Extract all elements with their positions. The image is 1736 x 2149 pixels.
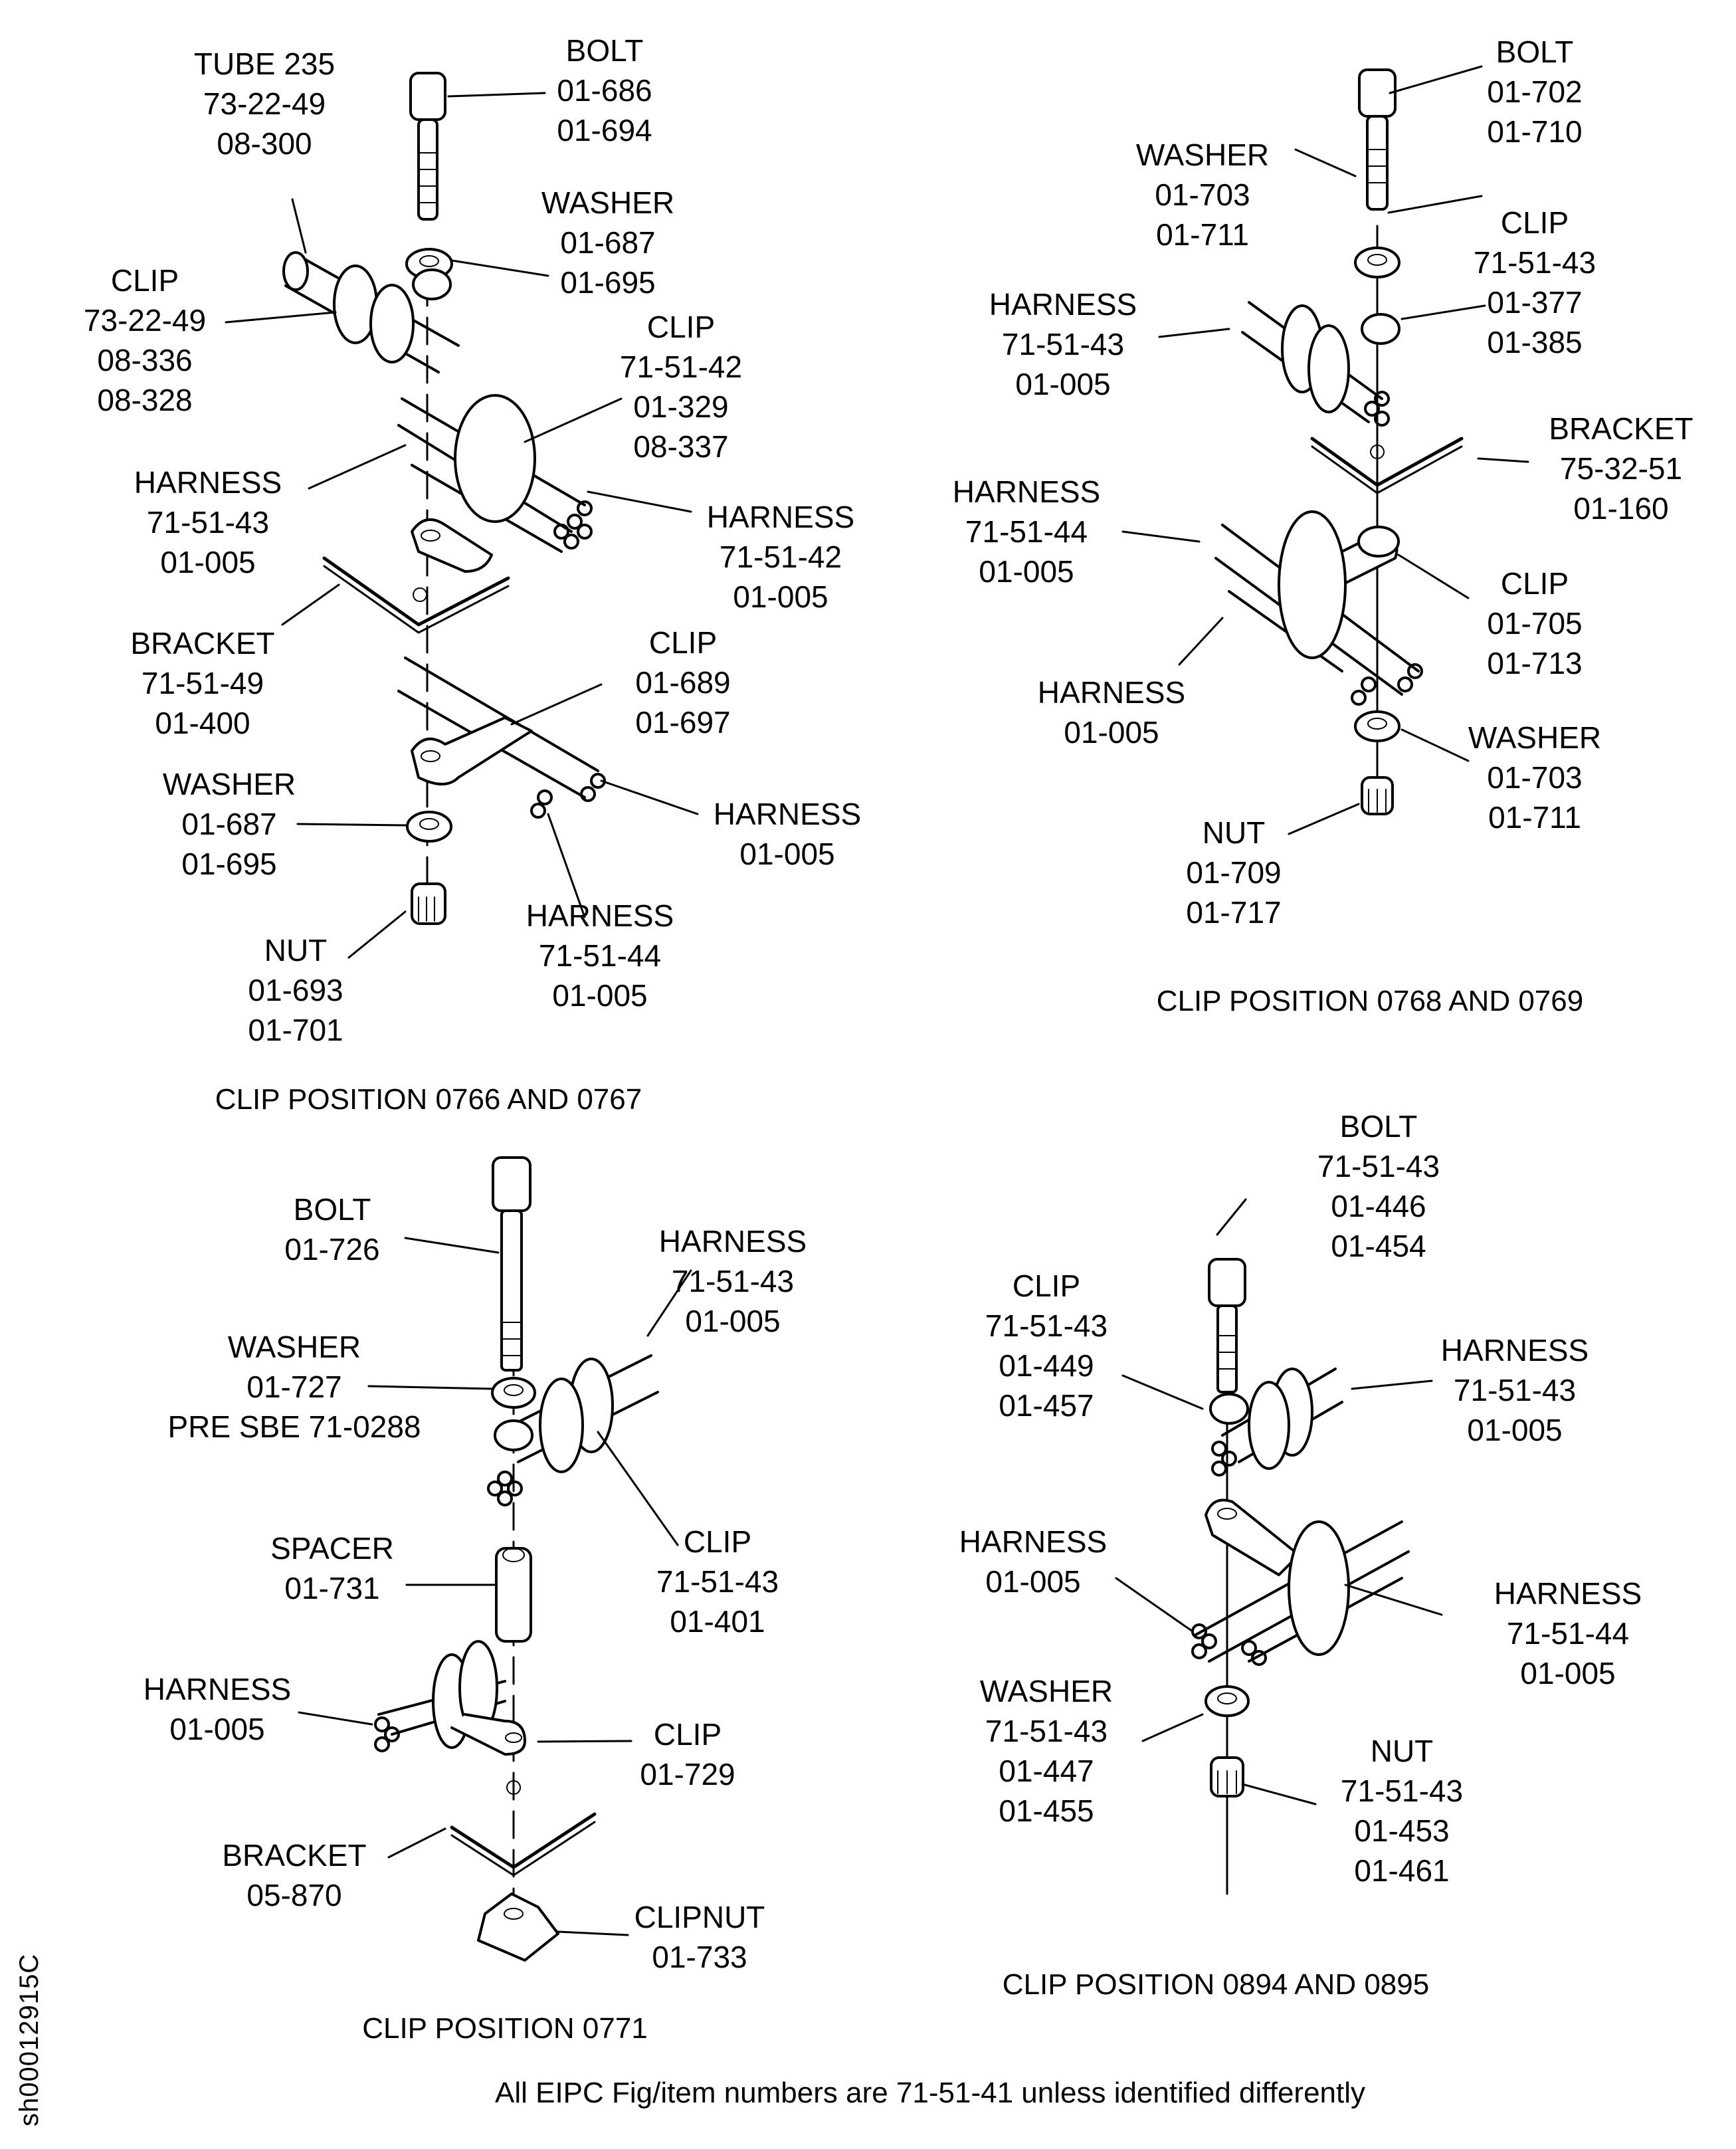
bolt-icon	[1359, 70, 1395, 209]
harness-clip-icon	[1242, 302, 1399, 425]
clipnut-icon	[478, 1894, 558, 1960]
panel-0771-artwork	[299, 1158, 691, 1960]
washer-lower-icon	[1355, 712, 1399, 741]
washer-icon	[1355, 248, 1399, 277]
washer-icon	[492, 1378, 535, 1407]
spacer-icon	[496, 1548, 531, 1641]
footer-note: All EIPC Fig/item numbers are 71-51-41 u…	[494, 2077, 1366, 2109]
bolt-icon	[1209, 1259, 1245, 1392]
harness-clip-lower-icon	[375, 1641, 525, 1754]
panel-caption: CLIP POSITION 0766 AND 0767	[215, 1083, 642, 1116]
harness-clip-lower-icon	[399, 658, 605, 817]
nut-icon	[1211, 1758, 1243, 1796]
nut-icon	[1362, 777, 1393, 814]
washer-lower-icon	[407, 812, 451, 841]
sheet-id: sh00012915C	[15, 1953, 44, 2126]
harness-clip-icon	[488, 1356, 658, 1505]
nut-icon	[412, 884, 445, 924]
bolt-icon	[411, 73, 445, 219]
leader-lines	[1123, 66, 1528, 834]
tube-clip-icon	[334, 266, 450, 362]
leader-lines	[226, 93, 698, 958]
panel-caption: CLIP POSITION 0894 AND 0895	[1002, 1968, 1430, 2001]
leader-lines	[1116, 1199, 1442, 1804]
bracket-icon	[452, 1781, 595, 1875]
harness-clip-upper-icon	[399, 395, 591, 571]
panel-caption: CLIP POSITION 0771	[362, 2012, 648, 2045]
panel-caption: CLIP POSITION 0768 AND 0769	[1156, 985, 1584, 1017]
harness-clip-lower-icon	[1193, 1500, 1408, 1665]
panel-0766-artwork	[226, 73, 698, 958]
bracket-icon	[1312, 439, 1462, 493]
bolt-icon	[493, 1158, 530, 1370]
leader-lines	[299, 1238, 691, 1935]
bracket-icon	[324, 558, 508, 633]
panel-0894-artwork	[1116, 1199, 1442, 1894]
panel-0768-artwork	[1123, 66, 1528, 834]
harness-clip-upper-icon	[1210, 1369, 1342, 1475]
washer-icon	[1206, 1687, 1248, 1716]
harness-clip-lower-icon	[1216, 512, 1422, 704]
